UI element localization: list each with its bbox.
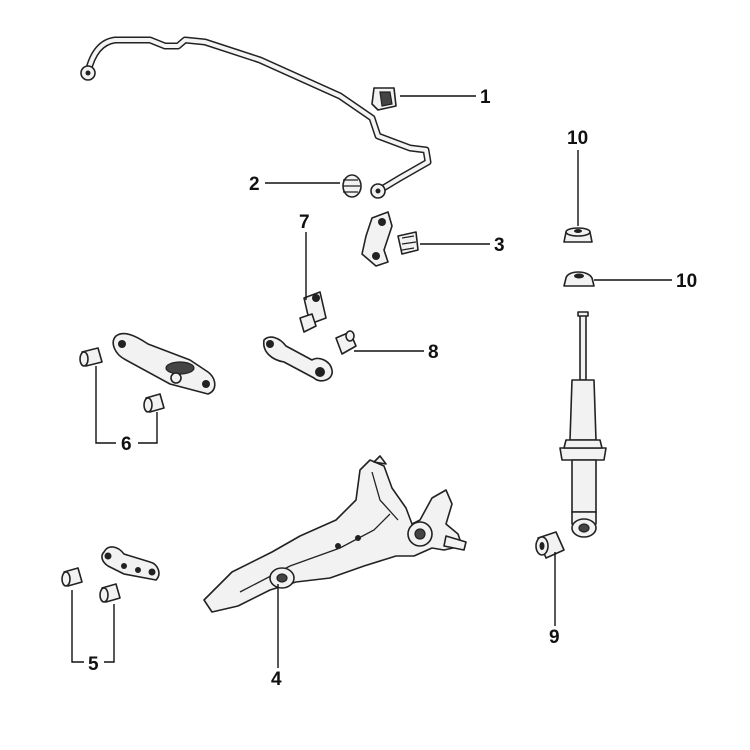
callout-6: 6	[121, 434, 132, 455]
upper-arm-bushing	[299, 291, 327, 333]
stabilizer-link-bushing	[342, 174, 362, 198]
stabilizer-link	[361, 211, 419, 267]
leader-6a	[95, 366, 116, 444]
stabilizer-bar	[80, 36, 432, 199]
shock-mount-lower	[563, 271, 595, 287]
trailing-arm	[203, 455, 467, 613]
leader-6b	[138, 412, 158, 444]
stabilizer-bushing-clamp	[371, 87, 397, 111]
shock-absorber	[535, 311, 607, 559]
callout-2: 2	[249, 174, 260, 195]
callout-4: 4	[271, 669, 282, 690]
leader-5b	[104, 604, 115, 663]
lateral-link	[61, 546, 160, 603]
callout-3: 3	[494, 235, 505, 256]
callout-5: 5	[88, 654, 99, 675]
callout-1: 1	[480, 87, 491, 108]
callout-10-upper: 10	[567, 128, 588, 149]
callout-10-lower: 10	[676, 271, 697, 292]
shock-mount-upper	[563, 227, 593, 243]
lower-control-arm	[79, 332, 216, 413]
callout-9: 9	[549, 627, 560, 648]
callout-7: 7	[299, 212, 310, 233]
leader-lines	[71, 95, 672, 668]
leader-5a	[71, 590, 84, 663]
upper-control-arm	[262, 330, 357, 382]
callout-8: 8	[428, 342, 439, 363]
callout-labels: 1 2 3 4 5 6 7 8 9 10 10	[88, 87, 697, 690]
